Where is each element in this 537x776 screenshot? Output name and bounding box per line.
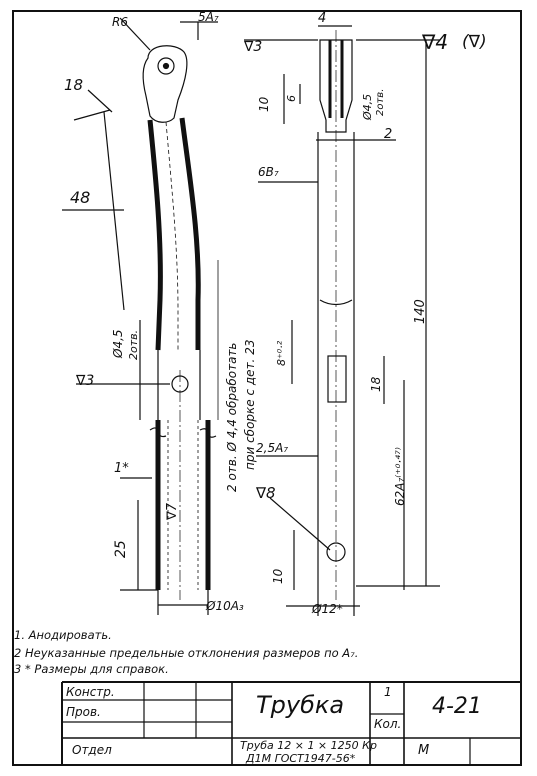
tb-material-2: Д1М ГОСТ1947-56* <box>246 752 356 765</box>
right-dim-140: 140 <box>413 299 428 324</box>
right-dim-18: 18 <box>369 376 383 392</box>
right-dim-4: 4 <box>318 11 327 26</box>
right-diameter: Ø12* <box>312 602 343 616</box>
tb-material-1: Труба 12 × 1 × 1250 Кр <box>240 739 377 752</box>
left-finish-7: ∇7 <box>165 503 180 520</box>
left-tube-wall-right <box>179 117 201 350</box>
left-dim-18: 18 <box>64 76 84 94</box>
right-slot <box>327 355 347 403</box>
note-2: 2 Неуказанные предельные отклонения разм… <box>14 646 359 660</box>
right-dim-10: 10 <box>257 96 271 112</box>
roughness-general: ∇4 <box>422 30 449 54</box>
left-hole-count: 2отв. <box>127 329 140 360</box>
left-finish-3: ∇3 <box>76 373 95 389</box>
right-dim-6: 6 <box>285 95 298 102</box>
note-3: 3 * Размеры для справок. <box>14 662 169 676</box>
tb-qty: 1 <box>384 685 392 699</box>
left-lug-hole <box>157 57 175 75</box>
right-dim-25: 2,5A₇ <box>256 441 289 455</box>
left-radius-label: R6 <box>112 15 128 29</box>
right-fork-outline <box>319 39 353 133</box>
tb-prov: Пров. <box>66 705 101 719</box>
right-dim-8: 8⁺⁰·² <box>275 340 288 366</box>
assembly-note-line1: 2 отв. Ø 4,4 обработать <box>225 342 239 492</box>
right-dim-10b: 10 <box>271 568 285 584</box>
drawing-frame <box>12 10 522 766</box>
right-hole-count: 2отв. <box>375 88 386 116</box>
note-1: 1. Анодировать. <box>14 628 112 642</box>
left-width-label: 5A₇ <box>198 10 219 24</box>
right-dim-62: 62A₇⁽⁺⁰·⁴⁷⁾ <box>393 447 407 506</box>
right-dim-6b: 6B₇ <box>258 165 279 179</box>
left-dim-1: 1* <box>114 461 129 476</box>
tb-qty-label: Кол. <box>374 717 402 731</box>
left-dim-25: 25 <box>113 540 129 558</box>
tb-scale: М <box>418 743 430 758</box>
left-dim-48: 48 <box>70 188 91 207</box>
right-finish-8: ∇8 <box>256 484 276 502</box>
tb-konstr: Констр. <box>66 685 115 699</box>
right-dim-2: 2 <box>384 127 393 142</box>
left-lug-outline <box>142 45 188 123</box>
roughness-paren: (∇) <box>462 32 487 52</box>
right-hole-label: Ø4,5 <box>361 93 374 120</box>
left-diameter: Ø10A₃ <box>206 599 244 613</box>
left-hole-label: Ø4,5 <box>111 329 125 358</box>
assembly-note-line2: при сборке с дет. 23 <box>243 339 257 470</box>
tb-otdel: Отдел <box>72 743 112 757</box>
left-tube-wall-left <box>147 119 163 351</box>
tb-part-name: Трубка <box>256 691 345 719</box>
tb-number: 4-21 <box>432 694 482 719</box>
right-finish-3: ∇3 <box>244 39 263 55</box>
